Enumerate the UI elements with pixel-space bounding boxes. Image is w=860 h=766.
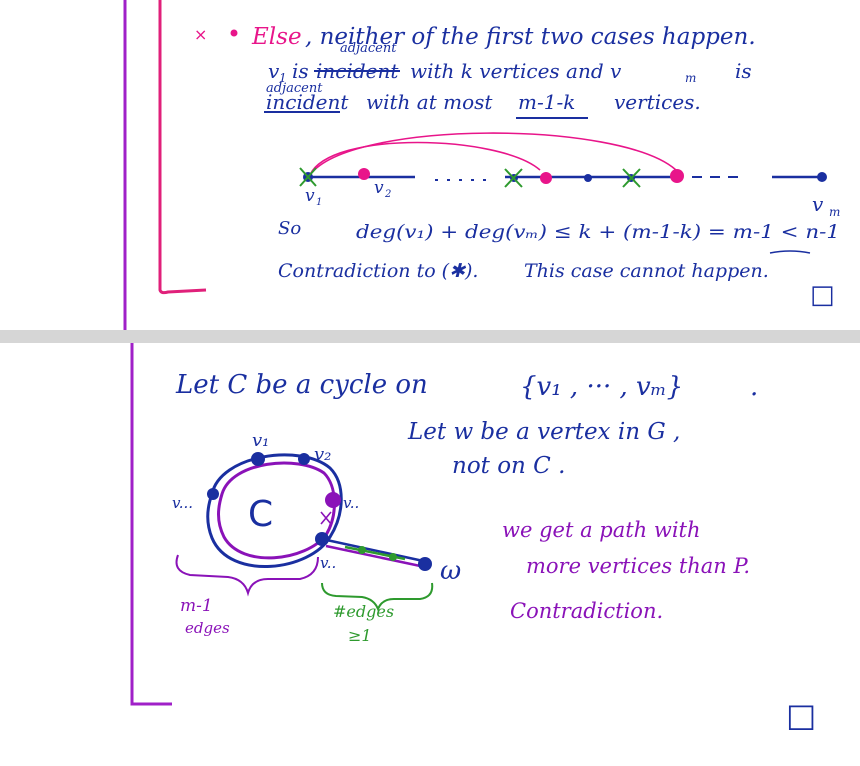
top-canvas: × Else , neither of the first two cases … <box>123 0 840 330</box>
note-path-longer-2: more vertices than P. <box>526 554 750 578</box>
green-vertex-1 <box>358 546 366 554</box>
line3-struck-word: incident <box>266 90 349 114</box>
vertex-v2 <box>358 168 370 180</box>
brace-path-edges <box>321 582 434 612</box>
case-text: , neither of the first two cases happen. <box>305 24 756 50</box>
degree-inequality: deg(v₁) + deg(vₘ) ≤ k + (m-1-k) = m-1 < … <box>356 221 840 243</box>
label-v2: v₂ <box>314 444 331 465</box>
label-cycle-c: C <box>248 494 273 535</box>
margin-line-purple-bottom <box>130 343 172 706</box>
path-diagram: v 1 v 2 v m <box>299 132 840 219</box>
bottom-canvas: Let C be a cycle on {v₁ , ··· , vₘ} . Le… <box>130 343 816 734</box>
label-vdots-bottom: v.. <box>320 554 336 572</box>
brace-cycle-edges <box>175 554 319 597</box>
vertex-w <box>418 557 432 571</box>
line2-inserted-word: adjacent <box>340 41 397 56</box>
line2-is: is <box>292 59 309 83</box>
bullet-x: × <box>194 25 207 44</box>
line2-v-sub: 1 <box>279 71 287 85</box>
vertex-neighbor-1 <box>540 172 552 184</box>
case-label-else: Else <box>251 24 302 50</box>
label-ge-1: ≥1 <box>348 626 372 645</box>
arc-to-far <box>309 132 677 176</box>
green-vertex-2 <box>389 553 397 561</box>
line2-is-end: is <box>735 59 752 83</box>
line3-underlined-expr: m-1-k <box>518 90 575 114</box>
vertex-not-on-c: not on C . <box>452 453 565 479</box>
bullet-dot <box>230 29 238 37</box>
cross-mark-right <box>622 168 641 188</box>
note-contradiction: Contradiction. <box>510 599 663 623</box>
line3-with-at-most: with at most <box>366 90 493 114</box>
cross-mark-v1 <box>299 167 317 187</box>
line3-inserted-word: adjacent <box>266 81 323 96</box>
path-label-v1: v <box>305 186 315 206</box>
label-edges: edges <box>185 619 230 637</box>
cross-mark-mid <box>504 168 523 188</box>
label-v1: v₁ <box>252 430 269 451</box>
so-label: So <box>278 218 301 239</box>
case-bracket <box>158 0 207 295</box>
cycle-vertex-set: {v₁ , ··· , vₘ} <box>520 372 683 402</box>
cycle-diagram: v₁ v₂ v... v.. v.. C ω m-1 edges #edges … <box>172 430 461 645</box>
path-label-vm-sub: m <box>829 205 840 219</box>
removed-edge-cross <box>320 511 332 525</box>
vertex-plain <box>584 174 592 182</box>
cannot-happen-text: This case cannot happen. <box>524 260 769 282</box>
arc-to-mid <box>309 141 541 176</box>
vertex-w-definition: Let w be a vertex in G , <box>407 419 680 445</box>
label-vdots-right: v.. <box>343 494 359 512</box>
page-divider <box>0 330 860 343</box>
line2-rest: with k vertices and v <box>410 59 622 83</box>
cycle-vertex-vdots-right <box>325 492 341 508</box>
cycle-line-period: . <box>750 372 758 402</box>
contradiction-text: Contradiction to (✱). <box>278 260 478 282</box>
note-path-longer-1: we get a path with <box>502 518 701 542</box>
cycle-vertex-v2 <box>298 453 310 465</box>
path-label-v2-sub: 2 <box>384 189 391 200</box>
inequality-brace <box>769 250 811 254</box>
line3-vertices: vertices. <box>614 90 701 114</box>
qed-square-top: □ <box>810 280 835 310</box>
cycle-vertex-vdots-left <box>207 488 219 500</box>
edge-to-w <box>321 537 429 564</box>
label-hash-edges: #edges <box>333 602 394 621</box>
cycle-vertex-vdots-bottom <box>315 532 329 546</box>
vertex-neighbor-2 <box>670 169 684 183</box>
line2-vm-sub: m <box>685 71 696 85</box>
path-edge-to-w <box>325 544 426 569</box>
cycle-blue <box>206 453 343 569</box>
vertex-vm <box>817 172 827 182</box>
label-m-minus-1: m-1 <box>180 596 213 616</box>
notes-page-top: × Else , neither of the first two cases … <box>0 0 860 330</box>
path-label-vm: v <box>812 192 824 216</box>
qed-square-bottom: □ <box>786 696 816 734</box>
label-vdots-left: v... <box>172 494 193 512</box>
line2-v: v <box>268 59 280 83</box>
cycle-definition: Let C be a cycle on <box>175 370 428 400</box>
path-label-v1-sub: 1 <box>316 197 322 208</box>
path-label-v2: v <box>374 178 384 198</box>
label-w: ω <box>440 556 461 586</box>
cycle-vertex-v1 <box>251 452 265 466</box>
notes-page-bottom: Let C be a cycle on {v₁ , ··· , vₘ} . Le… <box>0 343 860 766</box>
